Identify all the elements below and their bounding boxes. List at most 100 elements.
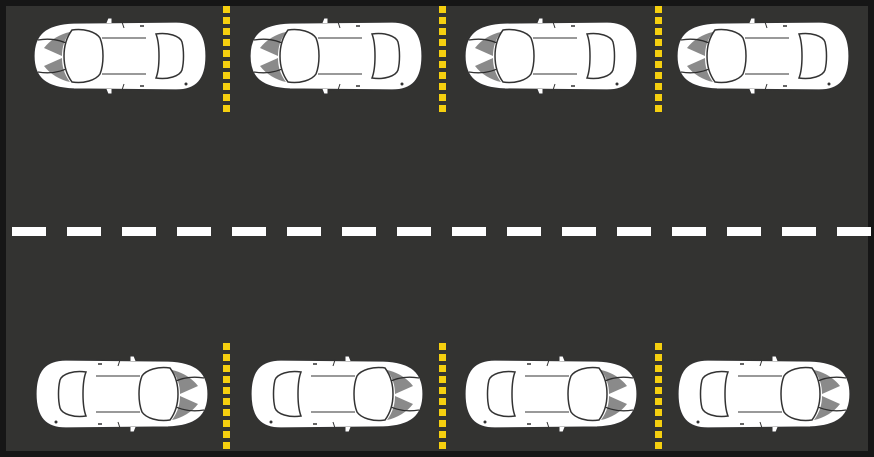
divider-dot <box>223 105 230 112</box>
divider-dot <box>439 420 446 427</box>
divider-dot <box>223 442 230 449</box>
divider-dot <box>439 365 446 372</box>
divider-dot <box>439 442 446 449</box>
divider-dot <box>439 61 446 68</box>
divider-dot <box>439 409 446 416</box>
divider-dot <box>439 39 446 46</box>
center-line-dash <box>287 227 321 236</box>
divider-dot <box>439 343 446 350</box>
divider-dot <box>655 94 662 101</box>
parked-car-top-4 <box>677 18 849 94</box>
divider-dot <box>655 387 662 394</box>
divider-dot <box>223 365 230 372</box>
rear-window <box>799 33 827 78</box>
rear-window <box>274 371 302 416</box>
divider-dot <box>439 398 446 405</box>
windshield <box>280 29 319 82</box>
windshield <box>354 367 393 420</box>
divider-dot <box>223 72 230 79</box>
windshield <box>707 29 746 82</box>
divider-dot <box>223 28 230 35</box>
center-line-dash <box>672 227 706 236</box>
tail-light <box>484 421 487 424</box>
divider-dot <box>655 28 662 35</box>
divider-dot <box>655 398 662 405</box>
divider-dot <box>223 39 230 46</box>
tail-light <box>55 421 58 424</box>
center-line-dash <box>397 227 431 236</box>
divider-dot <box>439 105 446 112</box>
divider-dot <box>655 409 662 416</box>
parked-car-bottom-2 <box>251 356 423 432</box>
divider-dot <box>655 83 662 90</box>
divider-dot <box>223 431 230 438</box>
divider-dot <box>223 387 230 394</box>
parked-car-top-2 <box>250 18 422 94</box>
divider-dot <box>439 17 446 24</box>
center-line-dash <box>837 227 871 236</box>
divider-dot <box>655 365 662 372</box>
divider-dot <box>439 28 446 35</box>
center-line-dash <box>782 227 816 236</box>
divider-dot <box>223 354 230 361</box>
divider-dot <box>439 94 446 101</box>
tail-light <box>270 421 273 424</box>
divider-dot <box>223 50 230 57</box>
tail-light <box>697 421 700 424</box>
parked-car-bottom-3 <box>465 356 637 432</box>
tail-light <box>185 83 188 86</box>
center-line-dash <box>617 227 651 236</box>
divider-dot <box>655 343 662 350</box>
divider-dot <box>439 6 446 13</box>
divider-dot <box>655 105 662 112</box>
divider-dot <box>655 442 662 449</box>
divider-dot <box>655 50 662 57</box>
parked-car-bottom-1 <box>36 356 208 432</box>
tail-light <box>616 83 619 86</box>
divider-dot <box>439 354 446 361</box>
windshield <box>568 367 607 420</box>
divider-dot <box>655 39 662 46</box>
divider-dot <box>223 61 230 68</box>
divider-dot <box>655 376 662 383</box>
divider-dot <box>655 72 662 79</box>
center-line-dash <box>507 227 541 236</box>
divider-dot <box>223 343 230 350</box>
divider-dot <box>655 420 662 427</box>
center-line-dash <box>562 227 596 236</box>
center-line-dash <box>452 227 486 236</box>
divider-dot <box>223 6 230 13</box>
divider-dot <box>223 17 230 24</box>
divider-dot <box>439 431 446 438</box>
divider-dot <box>655 354 662 361</box>
center-line-dash <box>122 227 156 236</box>
divider-dot <box>439 83 446 90</box>
parked-car-bottom-4 <box>678 356 850 432</box>
divider-dot <box>223 398 230 405</box>
windshield <box>781 367 820 420</box>
rear-window <box>701 371 729 416</box>
divider-dot <box>223 420 230 427</box>
divider-dot <box>655 431 662 438</box>
center-line-dash <box>67 227 101 236</box>
divider-dot <box>439 72 446 79</box>
windshield <box>64 29 103 82</box>
rear-window <box>372 33 400 78</box>
divider-dot <box>439 387 446 394</box>
divider-dot <box>439 50 446 57</box>
center-line-dash <box>342 227 376 236</box>
divider-dot <box>655 61 662 68</box>
center-line-dash <box>727 227 761 236</box>
parked-car-top-3 <box>465 18 637 94</box>
rear-window <box>587 33 615 78</box>
rear-window <box>488 371 516 416</box>
divider-dot <box>223 376 230 383</box>
divider-dot <box>223 94 230 101</box>
windshield <box>495 29 534 82</box>
divider-dot <box>223 83 230 90</box>
center-line-dash <box>177 227 211 236</box>
rear-window <box>156 33 184 78</box>
divider-dot <box>223 409 230 416</box>
